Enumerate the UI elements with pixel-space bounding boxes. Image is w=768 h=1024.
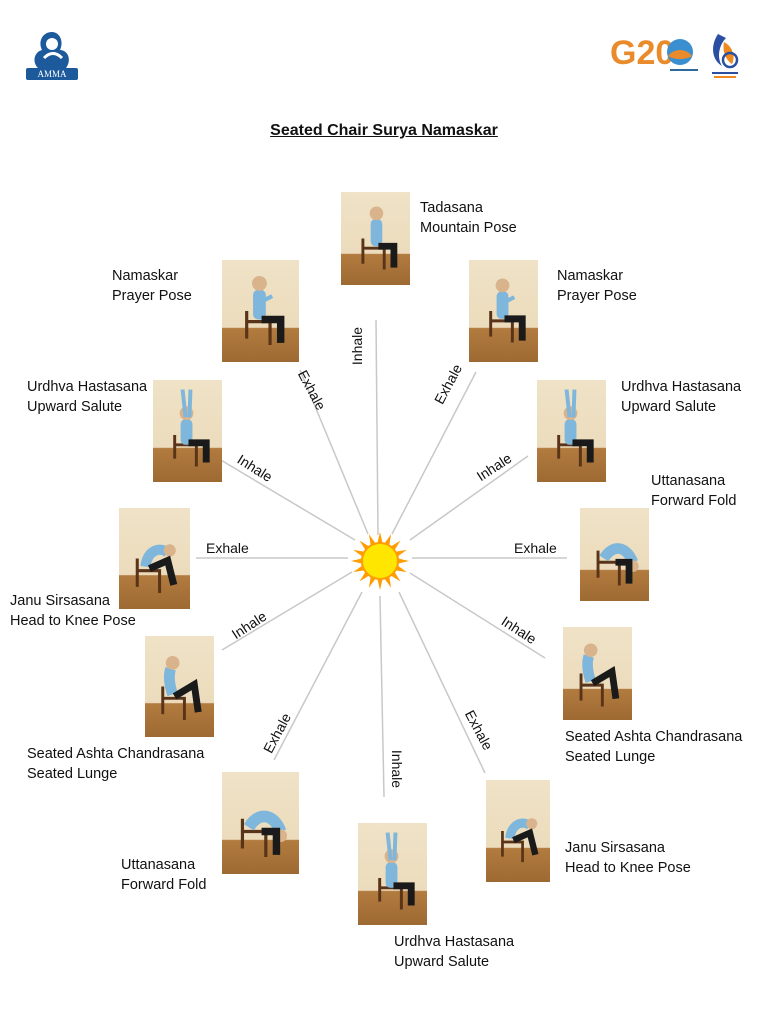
sun-spike [377, 577, 383, 590]
pose-english: Upward Salute [27, 399, 123, 415]
pose-english: Seated Lunge [565, 749, 656, 765]
pose-photo [563, 627, 632, 720]
pose-name: Urdhva Hastasana [621, 379, 742, 395]
pose-english: Forward Fold [651, 493, 737, 509]
pose-photo [341, 192, 410, 285]
pose-name: Namaskar [112, 268, 179, 284]
pose-name: Janu Sirsasana [565, 840, 665, 856]
amma-logo: AMMA [24, 26, 80, 82]
breath-ray [391, 371, 477, 535]
sun-spike [351, 558, 364, 564]
pose-name: Namaskar [557, 268, 624, 284]
pose-photo [486, 780, 550, 882]
pose-english: Forward Fold [121, 877, 207, 893]
pose-name: Urdhva Hastasana [394, 934, 515, 950]
pose-photo [153, 380, 222, 482]
breath-ray [409, 455, 529, 541]
breath-label: Exhale [514, 540, 557, 556]
breath-ray [398, 591, 486, 774]
pose-photo [358, 823, 427, 925]
breath-label: Inhale [389, 749, 405, 789]
pose-name: Uttanasana [121, 857, 196, 873]
pose-photo [145, 636, 214, 737]
pose-english: Upward Salute [621, 399, 717, 415]
pose-english: Prayer Pose [112, 288, 192, 304]
page-title: Seated Chair Surya Namaskar [270, 122, 498, 139]
pose-photo [469, 260, 538, 362]
pose-english: Mountain Pose [420, 220, 517, 236]
breath-ray [409, 572, 546, 659]
pose-english: Head to Knee Pose [565, 860, 691, 876]
pose-name: Uttanasana [651, 473, 726, 489]
g20-logo-text: G20 [610, 34, 674, 72]
pose-photo [119, 508, 190, 609]
pose-photo [580, 508, 649, 601]
sun-icon [351, 532, 409, 590]
pose-name: Seated Ashta Chandrasana [565, 729, 743, 745]
breath-ray [375, 319, 379, 536]
pose-english: Upward Salute [394, 954, 490, 970]
breath-ray [299, 369, 369, 535]
pose-photo [222, 772, 299, 874]
amma-logo-text: AMMA [37, 69, 67, 79]
pose-english: Head to Knee Pose [10, 613, 136, 629]
pose-name: Urdhva Hastasana [27, 379, 148, 395]
pose-name: Tadasana [420, 200, 483, 216]
pose-english: Seated Lunge [27, 766, 118, 782]
breath-ray [273, 591, 363, 761]
pose-photo [537, 380, 606, 482]
breath-label: Exhale [206, 540, 249, 556]
breath-ray [221, 571, 353, 651]
breath-label: Inhale [349, 326, 365, 366]
pose-photo [222, 260, 299, 362]
g20-logo: G20 [610, 30, 702, 82]
breath-ray [379, 595, 385, 798]
pose-name: Janu Sirsasana [10, 593, 110, 609]
sun-spike [396, 558, 409, 564]
breath-ray [213, 455, 356, 541]
pose-english: Prayer Pose [557, 288, 637, 304]
pose-name: Seated Ashta Chandrasana [27, 746, 205, 762]
sun-spike [377, 532, 383, 545]
yoga-day-logo [708, 30, 742, 82]
